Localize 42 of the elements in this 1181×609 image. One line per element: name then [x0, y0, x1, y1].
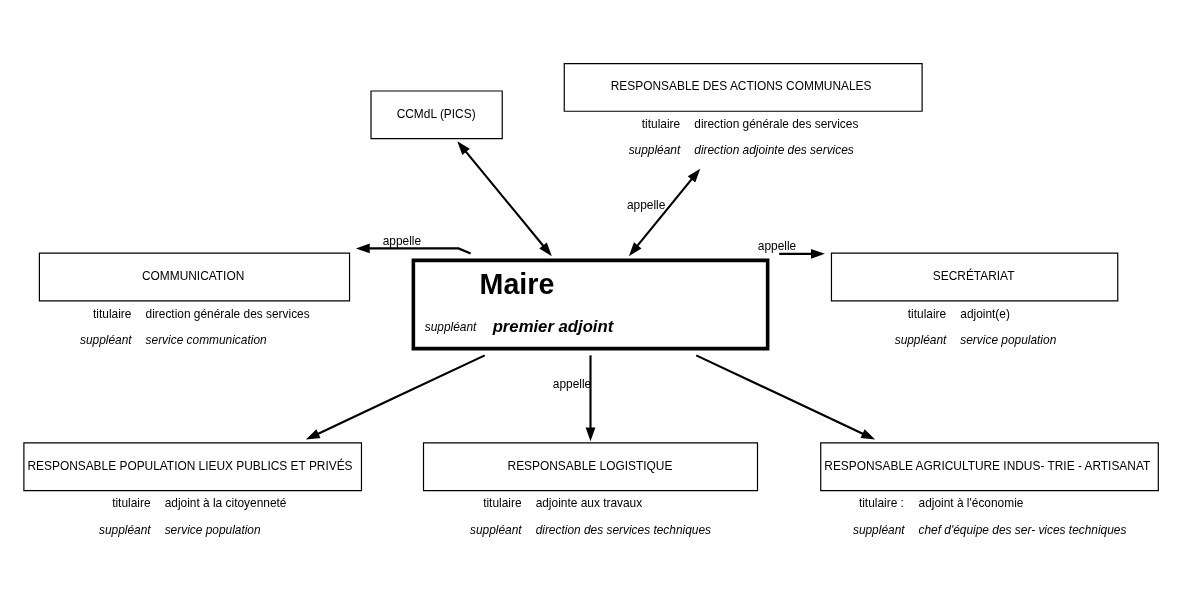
node-label: titulaire :	[858, 496, 904, 511]
node-label: suppléant	[894, 332, 947, 347]
node-label: adjoint à la citoyenneté	[164, 496, 287, 511]
arrow	[355, 243, 472, 255]
node-label: direction générale des services	[694, 116, 859, 131]
node-label: suppléant	[628, 143, 681, 158]
node-label: suppléant	[470, 522, 522, 537]
arrow	[779, 248, 825, 259]
node-label: direction générale des services	[145, 306, 310, 321]
arrow	[585, 355, 596, 442]
node-label: adjoint(e)	[960, 306, 1010, 321]
edge-label: appelle	[757, 239, 797, 254]
node-label: service communication	[145, 332, 267, 347]
node-label: titulaire	[641, 116, 681, 131]
arrow	[457, 141, 552, 257]
node-label: suppléant	[99, 522, 151, 537]
node-label: service population	[960, 332, 1057, 347]
node-box: SECRÉTARIAT	[830, 252, 1119, 302]
arrow	[305, 354, 486, 440]
node-label: titulaire	[93, 306, 132, 321]
node-box: Maire suppléant premier adjoint	[411, 258, 770, 351]
arrow	[628, 168, 701, 257]
node-label: adjoint à l'économie	[918, 496, 1024, 511]
node-label: direction des services techniques	[535, 522, 712, 537]
edge-label: appelle	[382, 233, 422, 248]
node-label: chef d'équipe des ser- vices techniques	[918, 522, 1127, 537]
node-label: titulaire	[907, 306, 947, 321]
node-box: RESPONSABLE POPULATION LIEUX PUBLICS ET PRIVÉS	[23, 442, 363, 492]
node-label: suppléant	[852, 522, 905, 537]
node-label: titulaire	[112, 496, 151, 511]
node-box: CCMdL (PICS)	[370, 90, 503, 140]
node-label: titulaire	[483, 496, 522, 511]
node-box: COMMUNICATION	[38, 252, 351, 302]
node-label: suppléant	[79, 332, 132, 347]
node-box: RESPONSABLE DES ACTIONS COMMUNALES	[563, 62, 923, 112]
node-label: adjointe aux travaux	[535, 496, 643, 511]
node-box: RESPONSABLE AGRICULTURE INDUS- TRIE - ARTISANAT	[820, 442, 1159, 492]
edge-label: appelle	[627, 197, 666, 212]
arrow	[695, 354, 876, 440]
node-box: RESPONSABLE LOGISTIQUE	[422, 442, 759, 492]
node-label: service population	[164, 522, 261, 537]
node-label: direction adjointe des services	[694, 143, 854, 158]
